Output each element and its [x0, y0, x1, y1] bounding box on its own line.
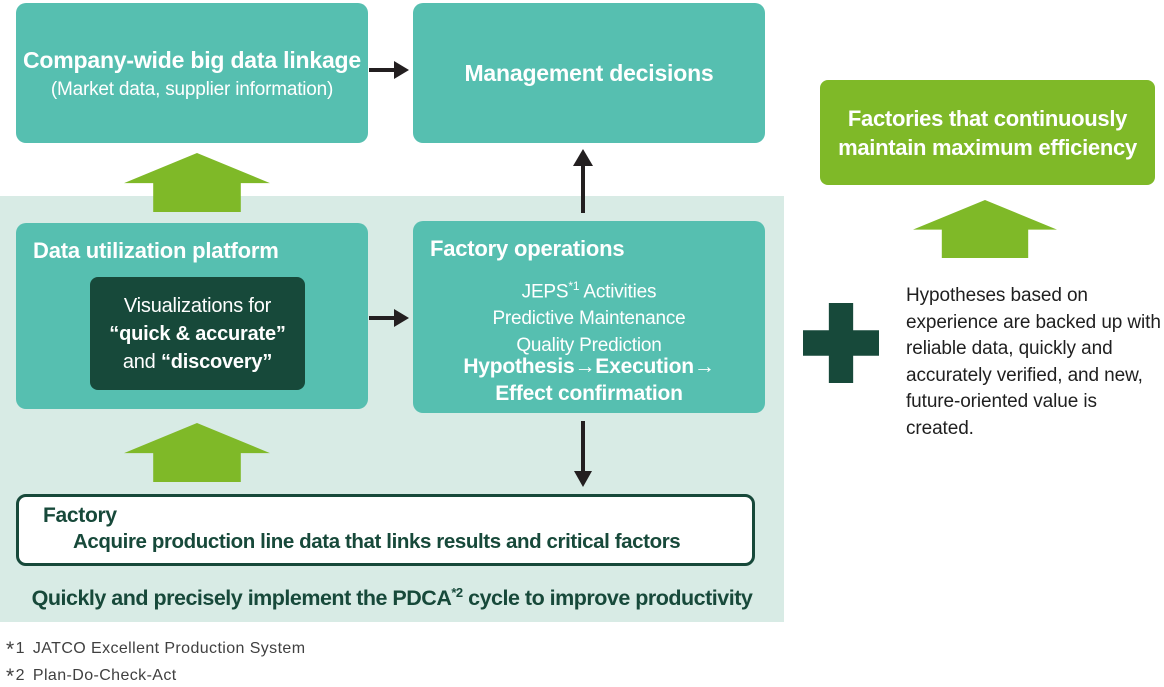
- arrow-shaft: [369, 316, 395, 320]
- company-big-data-title: Company-wide big data linkage: [23, 46, 361, 73]
- data-utilization-platform-title: Data utilization platform: [33, 238, 279, 263]
- block-arrow-up-to-goal: [913, 200, 1057, 258]
- arrow-right-company-to-management: [369, 61, 409, 79]
- hypotheses-note-line: experience are backed up with: [906, 311, 1161, 333]
- hypothesis-flow-line2: Effect confirmation: [495, 382, 683, 405]
- arrow-shaft: [581, 162, 585, 213]
- quality-prediction-item: Quality Prediction: [516, 335, 662, 357]
- management-decisions-title: Management decisions: [464, 60, 714, 86]
- footnote-2: *2 Plan-Do-Check-Act: [6, 665, 177, 687]
- visualizations-line1: Visualizations for: [123, 294, 272, 317]
- arrow-head: [394, 61, 409, 79]
- data-utilization-platform-box: Data utilization platform Visualizations…: [16, 223, 368, 409]
- arrow-head: [574, 471, 592, 487]
- visualizations-line3-normal: and: [122, 350, 161, 373]
- jeps-activities-item: JEPS*1 Activities: [413, 273, 765, 305]
- factory-operations-title: Factory operations: [430, 236, 625, 261]
- jeps-footnote-ref: *1: [568, 279, 580, 293]
- panel-caption-rest: cycle to improve productivity: [462, 586, 753, 611]
- asterisk-icon: *: [6, 665, 15, 687]
- hypothesis-flow-line1: Hypothesis→Execution→: [463, 355, 715, 378]
- jeps-rest: Activities: [579, 281, 657, 303]
- visualizations-line3-bold: “discovery”: [160, 350, 273, 373]
- company-big-data-box: Company-wide big data linkage (Market da…: [16, 3, 368, 143]
- jeps-base: JEPS: [521, 281, 569, 303]
- hypotheses-note-line: future-oriented value is: [906, 391, 1097, 412]
- hypotheses-note-line: accurately verified, and new,: [906, 364, 1143, 386]
- panel-caption-base: Quickly and precisely implement the PDCA: [31, 586, 452, 611]
- visualizations-box: Visualizations for “quick & accurate” an…: [90, 277, 305, 390]
- arrow-down-to-factory: [572, 421, 594, 487]
- factory-operations-items: JEPS*1 Activities Predictive Maintenance…: [413, 273, 765, 359]
- arrow-up-to-management: [572, 149, 594, 213]
- arrow-head: [573, 149, 593, 166]
- factories-goal-line1: Factories that continuously: [847, 105, 1128, 131]
- panel-caption: Quickly and precisely implement the PDCA…: [0, 585, 784, 611]
- asterisk-icon: *: [6, 638, 15, 661]
- factory-box: Factory Acquire production line data tha…: [16, 494, 755, 566]
- hypotheses-note: Hypotheses based on experience are backe…: [906, 283, 1164, 442]
- footnote-2-text: Plan-Do-Check-Act: [32, 667, 177, 684]
- company-big-data-subtitle: (Market data, supplier information): [50, 78, 334, 100]
- visualizations-line2: “quick & accurate”: [109, 322, 286, 345]
- panel-caption-footnote-ref: *2: [451, 585, 463, 600]
- arrow-right-platform-to-operations: [369, 309, 409, 327]
- hypothesis-flow: Hypothesis→Execution→ Effect confirmatio…: [413, 353, 765, 407]
- factories-goal-box: Factories that continuously maintain max…: [820, 80, 1155, 185]
- footnote-1-number: 1: [15, 640, 25, 657]
- factory-box-body: Acquire production line data that links …: [73, 530, 681, 553]
- factory-operations-box: Factory operations JEPS*1 Activities Pre…: [413, 221, 765, 413]
- arrow-shaft: [369, 68, 395, 72]
- management-decisions-box: Management decisions: [413, 3, 765, 143]
- arrow-head: [394, 309, 409, 327]
- visualizations-line3: and “discovery”: [122, 348, 273, 376]
- hypotheses-note-line: created.: [906, 417, 974, 439]
- arrow-shaft: [581, 421, 585, 474]
- predictive-maintenance-item: Predictive Maintenance: [492, 308, 686, 330]
- factories-goal-line2: maintain maximum efficiency: [838, 134, 1137, 160]
- plus-icon: [803, 303, 879, 383]
- footnote-1-text: JATCO Excellent Production System: [32, 640, 306, 657]
- footnote-1: *1 JATCO Excellent Production System: [6, 638, 305, 662]
- footnote-2-number: 2: [15, 667, 25, 684]
- factory-box-title: Factory: [43, 504, 117, 527]
- hypotheses-note-line: Hypotheses based on: [906, 285, 1088, 306]
- hypotheses-note-line: reliable data, quickly and: [906, 338, 1113, 359]
